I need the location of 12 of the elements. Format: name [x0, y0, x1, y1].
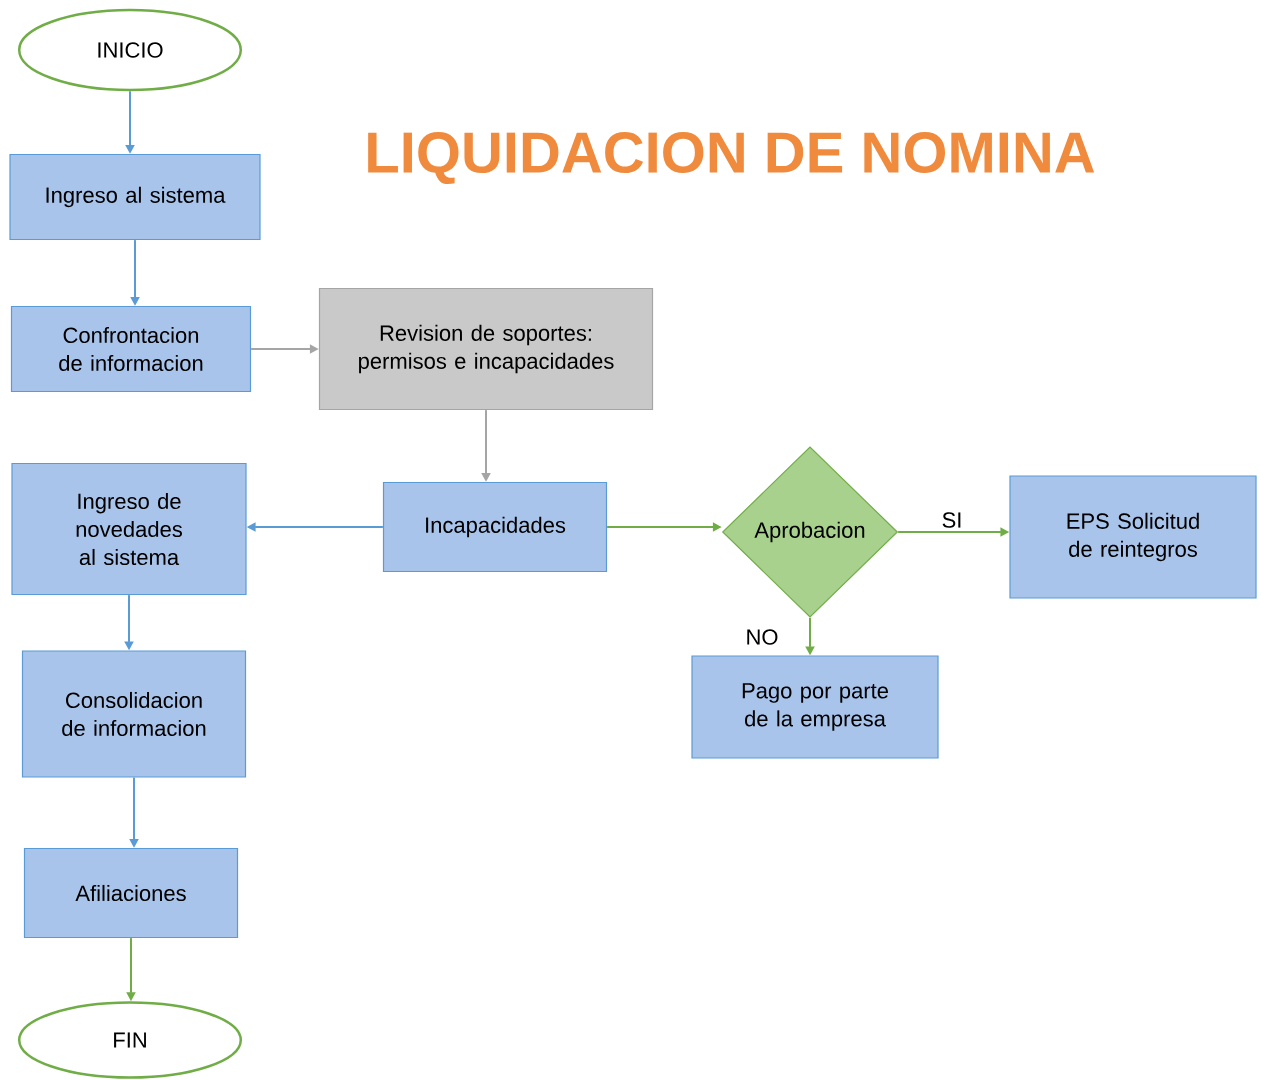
process-box: Ingreso de novedades al sistema — [11, 462, 247, 596]
edge-label: SI — [940, 511, 964, 529]
process-box: Confrontacion de informacion — [10, 305, 252, 393]
process-box: Revision de soportes: permisos e incapacidades — [318, 287, 654, 411]
process-box: Incapacidades — [382, 481, 608, 573]
process-box: Consolidacion de informacion — [21, 650, 247, 778]
process-box: Afiliaciones — [23, 847, 239, 939]
process-box: Pago por parte de la empresa — [691, 655, 939, 759]
process-box: EPS Solicitud de reintegros — [1009, 475, 1257, 599]
title: LIQUIDACION DE NOMINA — [368, 132, 1095, 184]
edge-label: NO — [744, 628, 780, 646]
process-box: Ingreso al sistema — [9, 153, 261, 241]
